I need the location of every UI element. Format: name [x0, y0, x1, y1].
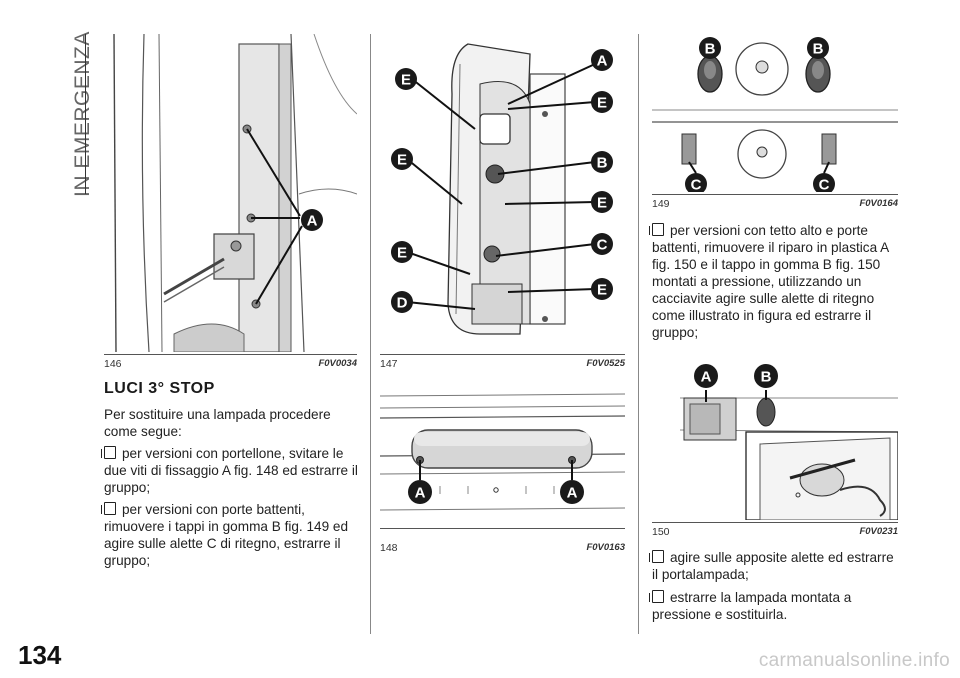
checkbox-bullet-icon: [649, 550, 664, 563]
checkbox-bullet-icon: [649, 590, 664, 603]
callout-label-a: A: [408, 480, 432, 504]
figure-number: 147: [380, 358, 398, 370]
callout-label-d: D: [391, 291, 413, 313]
watermark: carmanualsonline.info: [758, 650, 950, 671]
step-item: per versioni con porte battenti, rimuove…: [101, 501, 364, 569]
svg-text:E: E: [397, 152, 407, 169]
svg-text:B: B: [813, 41, 824, 58]
caption-rule: [104, 354, 357, 355]
callout-label-a: A: [301, 209, 323, 231]
svg-text:C: C: [597, 237, 608, 254]
step-text: per versioni con tetto alto e porte batt…: [652, 223, 889, 340]
figure-150-caption: 150 F0V0231: [652, 526, 898, 540]
callout-label-a: A: [560, 480, 584, 504]
callout-label-b: B: [591, 151, 613, 173]
rubber-caps-illustration: B B C C: [652, 34, 898, 192]
svg-text:D: D: [397, 295, 408, 312]
section-sidebar: IN EMERGENZA: [58, 30, 94, 200]
high-roof-cover-illustration: A B: [680, 360, 898, 520]
step-text: agire sulle apposite alette ed estrarre …: [652, 550, 894, 582]
svg-text:A: A: [701, 369, 712, 386]
column-divider: [370, 34, 371, 634]
figure-code: F0V0163: [586, 542, 625, 553]
figure-146-caption: 146 F0V0034: [104, 358, 357, 372]
figure-number: 148: [380, 542, 398, 554]
door-hinge-illustration: A: [104, 34, 357, 352]
caption-rule: [652, 522, 898, 523]
svg-text:E: E: [597, 195, 607, 212]
callout-label-e: E: [395, 68, 417, 90]
caption-rule: [380, 528, 625, 529]
svg-text:C: C: [691, 177, 702, 193]
figure-number: 150: [652, 526, 670, 538]
figure-147-image: A E E B E E C E E D: [380, 34, 625, 352]
figure-number: 149: [652, 198, 670, 210]
svg-text:B: B: [597, 155, 608, 172]
sidebar-divider: [85, 34, 86, 194]
figure-code: F0V0034: [318, 358, 357, 369]
figure-149-image: B B C C: [652, 34, 898, 192]
callout-label-e: E: [391, 241, 413, 263]
step-item: per versioni con tetto alto e porte batt…: [649, 222, 900, 341]
figure-code: F0V0525: [586, 358, 625, 369]
section-heading: LUCI 3° STOP: [104, 380, 215, 397]
svg-text:E: E: [401, 72, 411, 89]
figure-code: F0V0164: [859, 198, 898, 209]
section-title: IN EMERGENZA: [71, 31, 94, 197]
caption-rule: [380, 354, 625, 355]
tailgate-stop-light-illustration: A A: [380, 378, 625, 526]
figure-number: 146: [104, 358, 122, 370]
callout-label-a: A: [591, 49, 613, 71]
callout-label-c: C: [591, 233, 613, 255]
step-text: per versioni con portellone, svitare le …: [104, 446, 358, 495]
svg-text:E: E: [597, 282, 607, 299]
page-number: 134: [18, 640, 62, 670]
svg-text:A: A: [307, 213, 318, 230]
caption-rule: [652, 194, 898, 195]
callout-label-a: A: [694, 364, 718, 388]
callout-label-c: C: [813, 173, 835, 192]
figure-150-image: A B: [680, 360, 898, 520]
svg-text:B: B: [761, 369, 772, 386]
step-text: estrarre la lampada montata a pressione …: [652, 590, 852, 622]
svg-text:A: A: [415, 485, 426, 502]
figure-146-image: A: [104, 34, 357, 352]
callout-label-b: B: [807, 37, 829, 59]
column-divider: [638, 34, 639, 634]
callout-label-b: B: [699, 37, 721, 59]
step-item: estrarre la lampada montata a pressione …: [649, 589, 900, 623]
checkbox-bullet-icon: [101, 446, 116, 459]
svg-text:B: B: [705, 41, 716, 58]
checkbox-bullet-icon: [101, 502, 116, 515]
figure-148-caption: 148 F0V0163: [380, 542, 625, 556]
figure-147-caption: 147 F0V0525: [380, 358, 625, 372]
svg-text:E: E: [597, 95, 607, 112]
checkbox-bullet-icon: [649, 223, 664, 236]
svg-text:E: E: [397, 245, 407, 262]
callout-label-b: B: [754, 364, 778, 388]
intro-paragraph: Per sostituire una lampada procedere com…: [104, 407, 331, 439]
figure-149-caption: 149 F0V0164: [652, 198, 898, 212]
third-stop-light-assembly-illustration: A E E B E E C E E D: [380, 34, 625, 352]
callout-label-e: E: [591, 191, 613, 213]
step-item: per versioni con portellone, svitare le …: [101, 445, 364, 496]
callout-label-c: C: [685, 173, 707, 192]
svg-text:C: C: [819, 177, 830, 193]
callout-label-e: E: [391, 148, 413, 170]
callout-label-e: E: [591, 91, 613, 113]
svg-text:A: A: [567, 485, 578, 502]
figure-148-image: A A: [380, 378, 625, 526]
svg-text:A: A: [597, 53, 608, 70]
figure-code: F0V0231: [859, 526, 898, 537]
callout-label-e: E: [591, 278, 613, 300]
step-text: per versioni con porte battenti, rimuove…: [104, 502, 349, 568]
step-item: agire sulle apposite alette ed estrarre …: [649, 549, 900, 583]
